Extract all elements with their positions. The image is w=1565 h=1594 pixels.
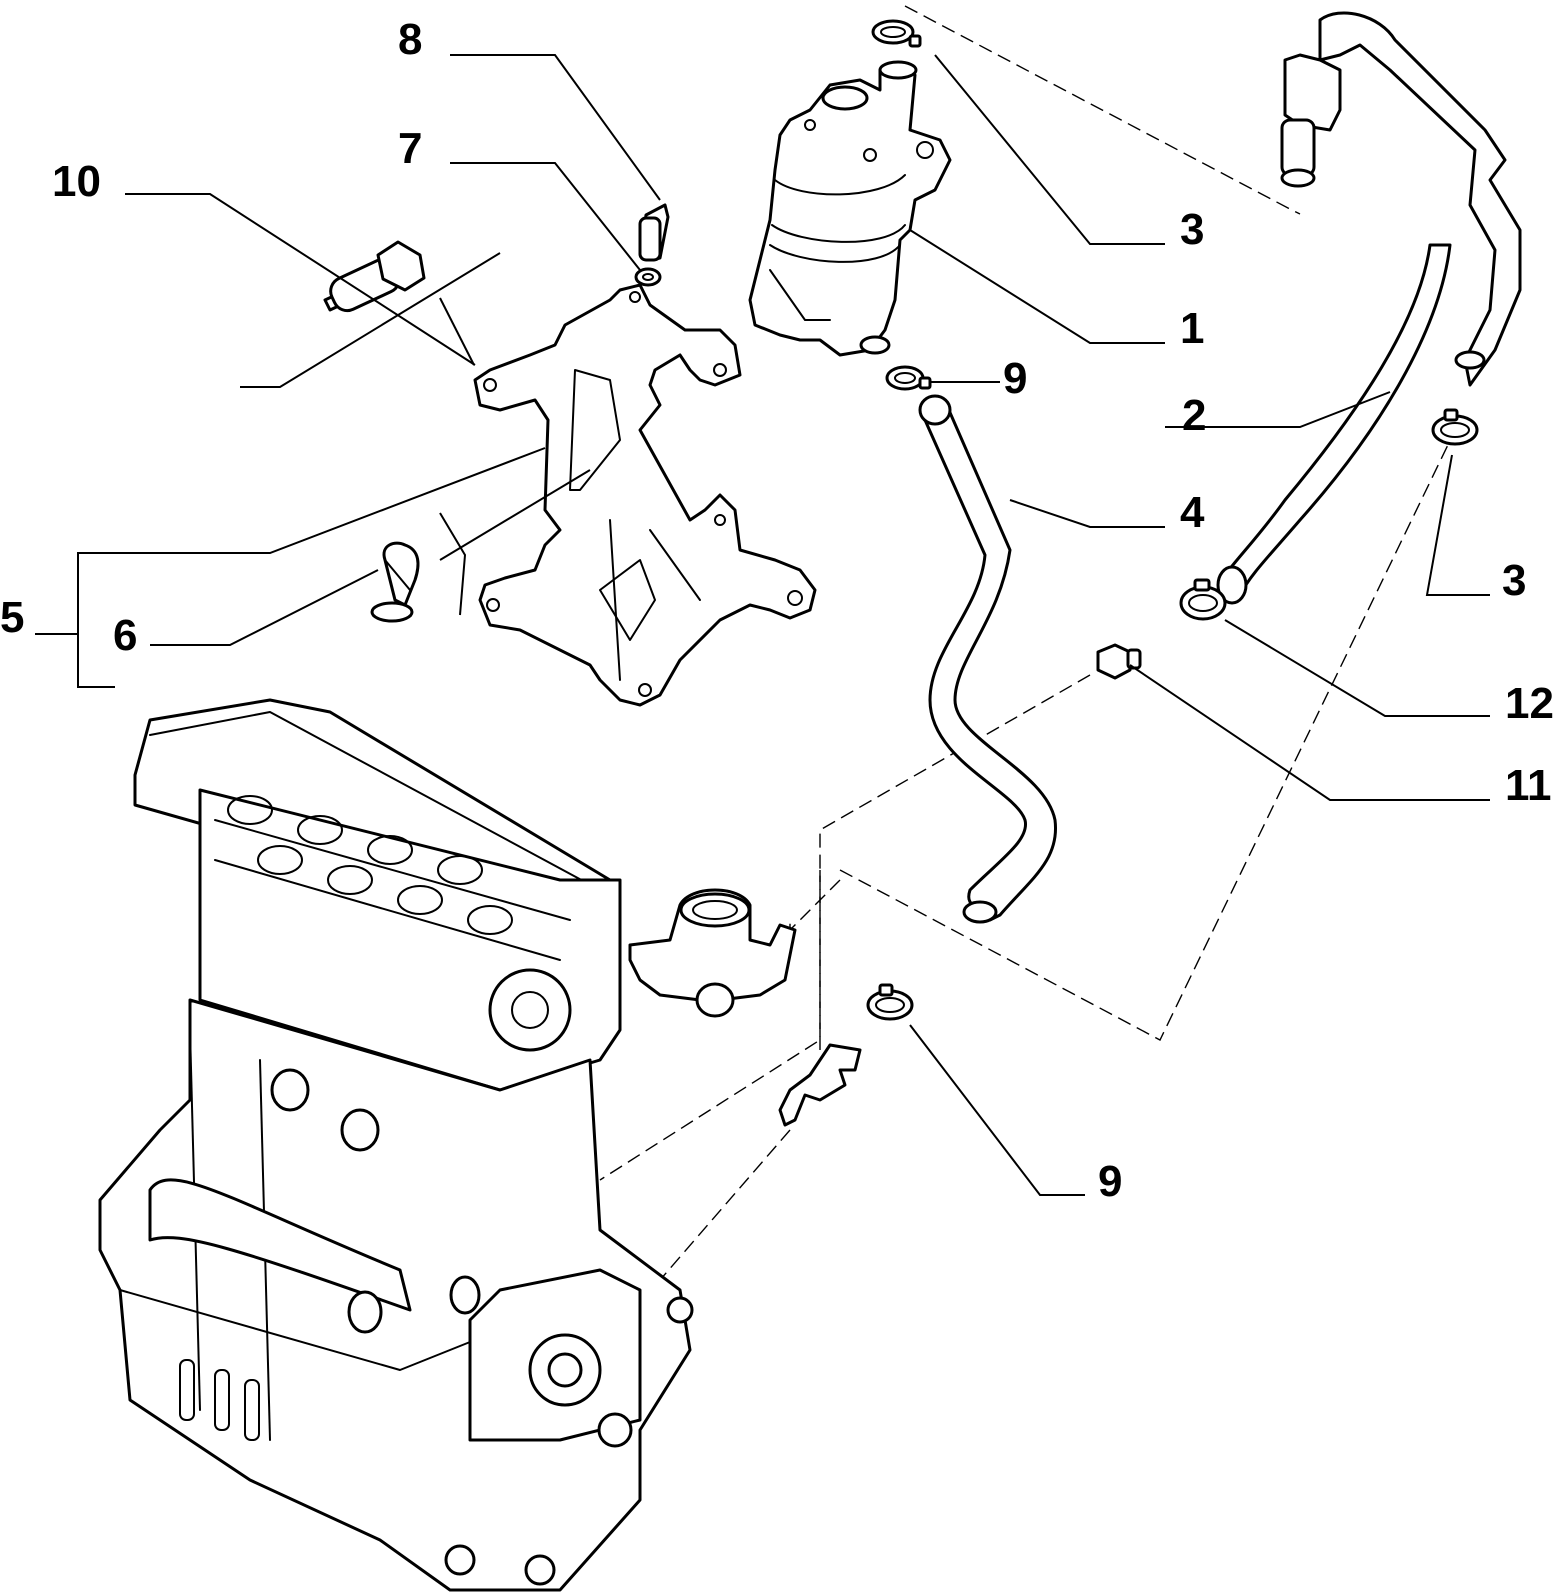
coolant-hose-4 — [918, 394, 1058, 924]
coolant-hose-2 — [1216, 11, 1522, 605]
hose-clamp-3-right — [1431, 408, 1479, 446]
engine-block — [98, 698, 694, 1592]
callout-2: 2 — [1182, 391, 1206, 440]
callout-3-top: 3 — [1180, 205, 1204, 254]
bolt-10 — [323, 240, 426, 313]
plug-11 — [1096, 643, 1142, 680]
callout-6: 6 — [113, 611, 137, 660]
callout-11: 11 — [1505, 761, 1552, 810]
callout-10: 10 — [52, 157, 101, 206]
callout-9-upper: 9 — [1003, 354, 1027, 403]
callout-12: 12 — [1505, 679, 1554, 728]
bolt-8 — [638, 203, 670, 262]
assembly-dashed-lines — [599, 5, 1461, 1281]
callout-4: 4 — [1180, 488, 1205, 537]
callout-8: 8 — [398, 15, 422, 64]
hose-clamp-9-lower — [866, 983, 914, 1021]
callout-1: 1 — [1180, 304, 1204, 353]
callout-5: 5 — [0, 593, 24, 642]
callout-9-lower: 9 — [1098, 1157, 1122, 1206]
hose-clamp-12 — [1179, 578, 1227, 621]
callout-3-right: 3 — [1502, 556, 1526, 605]
expansion-tank-1 — [748, 60, 952, 357]
hose-clamp-3-top — [871, 19, 922, 48]
hose-clamp-9-upper — [885, 365, 932, 391]
mounting-bracket-5 — [473, 283, 817, 707]
callout-labels: 10 8 7 3 1 9 2 4 3 5 6 12 11 9 — [0, 15, 1554, 1206]
washer-7 — [634, 267, 662, 287]
camshaft-lobes — [227, 795, 513, 935]
clip-6 — [370, 541, 420, 623]
leader-lines — [35, 54, 1490, 1196]
callout-7: 7 — [398, 124, 422, 173]
thermostat-housing — [628, 888, 797, 1018]
temperature-sensor — [778, 1043, 862, 1127]
